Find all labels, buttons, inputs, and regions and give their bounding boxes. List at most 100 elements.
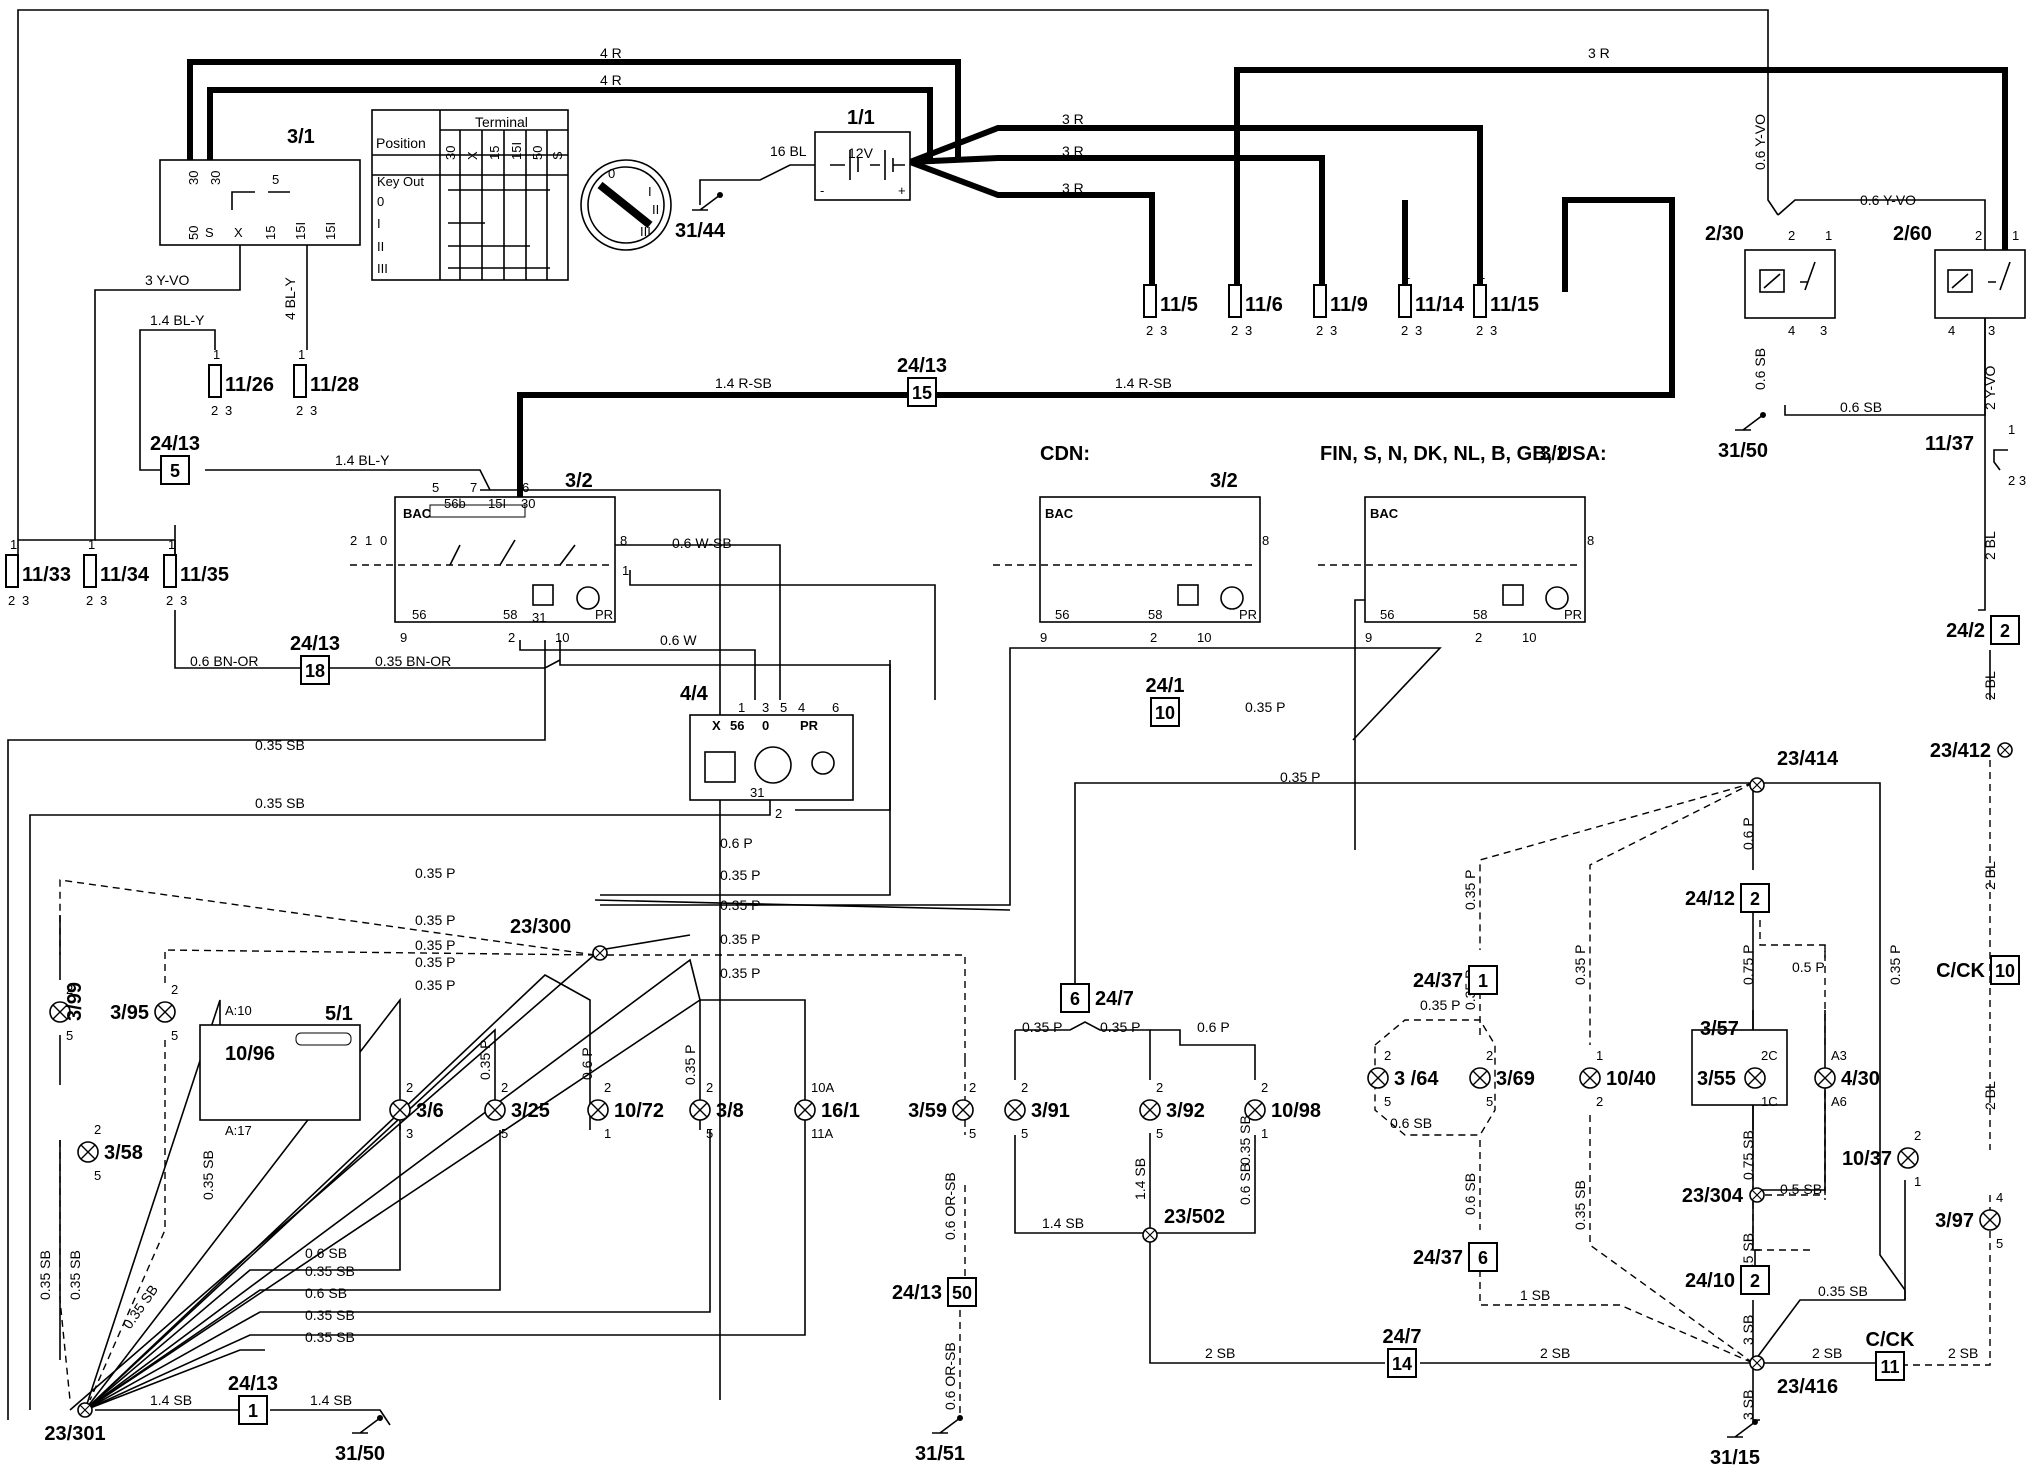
relay-2-60-label: 2/60 [1893, 223, 1932, 245]
lamp-pin-a: 2 [1021, 1080, 1028, 1095]
ign-term-15: 15 [263, 226, 278, 240]
wire-06p-v1: 0.6 P [579, 1047, 595, 1080]
wire-14bly-a: 1.4 BL-Y [150, 312, 205, 328]
fuse-pin-2: 2 [296, 403, 303, 418]
wire-14rsb-a: 1.4 R-SB [715, 375, 772, 391]
ground-symbol [1727, 1421, 1756, 1438]
connector-24-37-6: 624/37 [1413, 1242, 1498, 1272]
lamp-label: 3/57 [1700, 1018, 1739, 1040]
connector-pin: 2 [1750, 1271, 1760, 1291]
svg-text:9: 9 [1365, 630, 1372, 645]
connector-id: 24/13 [228, 1373, 278, 1395]
wire-05p: 0.5 P [1792, 959, 1825, 975]
fuse-pin-3: 3 [22, 593, 29, 608]
connector-id: 24/7 [1383, 1326, 1422, 1348]
svg-text:10: 10 [1522, 630, 1536, 645]
lamp-label: 4/30 [1841, 1068, 1880, 1090]
ground-31-50: 31/50 [1718, 412, 1768, 462]
svg-text:4: 4 [1948, 323, 1955, 338]
lamp-pin-a: 2 [604, 1080, 611, 1095]
splice-label: 23/416 [1777, 1376, 1838, 1398]
connector-id: 24/10 [1685, 1270, 1735, 1292]
wire-035p-l: 0.35 P [1022, 1019, 1062, 1035]
light-switch-other: BAC 56 58 PR 9 2 10 8 [1318, 496, 1594, 645]
svg-text:BAC: BAC [1045, 506, 1074, 521]
lsw-pin-56b: 56b [444, 496, 466, 511]
svg-text:2: 2 [1475, 630, 1482, 645]
wire-05sb: 0.5 SB [1780, 1181, 1822, 1197]
fuse-pin-1: 1 [1403, 267, 1410, 282]
fuse-pin-3: 3 [225, 403, 232, 418]
lsw-pin-58: 58 [503, 607, 517, 622]
svg-text:A:17: A:17 [225, 1123, 252, 1138]
fuse-pin-3: 3 [310, 403, 317, 418]
wire-2sb-d: 2 SB [1948, 1345, 1978, 1361]
ign-term-15i-b: 15I [323, 222, 338, 240]
table-terminal-15i: 15I [509, 142, 524, 160]
lamp-pin-a: 2 [706, 1080, 713, 1095]
relay-2-30: 2 1 4 3 [1744, 228, 1836, 338]
fuse-label: 11/14 [1415, 294, 1465, 316]
connector-24-13-5: 524/13 [150, 433, 200, 485]
wire-06sb-c: 0.6 SB [1840, 399, 1882, 415]
ground-label: 31/44 [675, 220, 726, 242]
svg-text:3: 3 [1988, 323, 1995, 338]
wire-14sb-c: 1.4 SB [1042, 1215, 1084, 1231]
connector-box [1990, 615, 2020, 645]
wire-06sb-vert: 0.6 SB [1752, 348, 1768, 390]
svg-text:4: 4 [1788, 323, 1795, 338]
ground-label: 31/50 [335, 1443, 385, 1465]
lamp-cross [797, 1102, 813, 1118]
fuse-pin-1: 1 [1318, 267, 1325, 282]
lsw-pin-0: 0 [380, 533, 387, 548]
lamp-label: 3/55 [1697, 1068, 1736, 1090]
wire-06sb-v3: 0.6 SB [1237, 1163, 1253, 1205]
wire-06p-c: 0.6 P [1740, 817, 1756, 850]
splice-23-414: 23/414 [1749, 748, 1839, 793]
lsw-pin-1b: 1 [622, 563, 629, 578]
splice-cross [1144, 1229, 1156, 1241]
wire-035p-k: 0.35 P [1280, 769, 1320, 785]
lamp-label: 10/37 [1842, 1148, 1892, 1170]
connector-box [947, 1277, 977, 1307]
connector-id: C/CK [1866, 1329, 1915, 1351]
fuse-pin-1: 1 [213, 347, 220, 362]
connector-layer: 1524/13524/131824/135024/13124/131024/12… [150, 355, 2020, 1425]
splice-23-412: 23/412 [1930, 740, 2013, 762]
svg-text:1: 1 [1825, 228, 1832, 243]
lamp-cross [157, 1004, 173, 1020]
lsw-pin-9: 9 [400, 630, 407, 645]
lamp-3-99: 253/99 [49, 982, 86, 1043]
lamp-label: 10/72 [614, 1100, 664, 1122]
fuse-pin-1: 1 [1148, 267, 1155, 282]
table-terminal-30: 30 [443, 146, 458, 160]
fuse-body [293, 364, 307, 398]
lamp-3-91: 253/91 [1004, 1080, 1070, 1141]
connector-id: 24/13 [897, 355, 947, 377]
wire-06yvo-vert: 0.6 Y-VO [1752, 114, 1768, 170]
lamp-label: 3/99 [64, 982, 86, 1021]
fuse-label: 11/37 [1925, 433, 1974, 455]
panel-pin-1: 1 [738, 700, 745, 715]
fuse-pin-2: 2 [1231, 323, 1238, 338]
lamp-pin-b: 11A [811, 1126, 833, 1141]
svg-text:9: 9 [1040, 630, 1047, 645]
fuse-body [5, 554, 19, 588]
wire-035p-d: 0.35 P [720, 965, 760, 981]
lamp-pin-a: 2 [501, 1080, 508, 1095]
fuse-pin-3: 3 [180, 593, 187, 608]
wire-035p-v6: 0.35 P [1887, 945, 1903, 985]
ign-term-50: 50 [186, 226, 201, 240]
lamp-pin-b: 5 [1486, 1094, 1493, 1109]
splice-cross [1751, 1189, 1763, 1201]
connector-pin: 10 [1155, 703, 1175, 723]
wire-035bnor: 0.35 BN-OR [375, 653, 451, 669]
fuse-label: 11/15 [1490, 294, 1539, 316]
svg-text:8: 8 [1262, 533, 1269, 548]
wire-035sb-v1: 0.35 SB [37, 1250, 53, 1300]
fuse-pin-2: 2 [166, 593, 173, 608]
connector-id: 24/13 [150, 433, 200, 455]
